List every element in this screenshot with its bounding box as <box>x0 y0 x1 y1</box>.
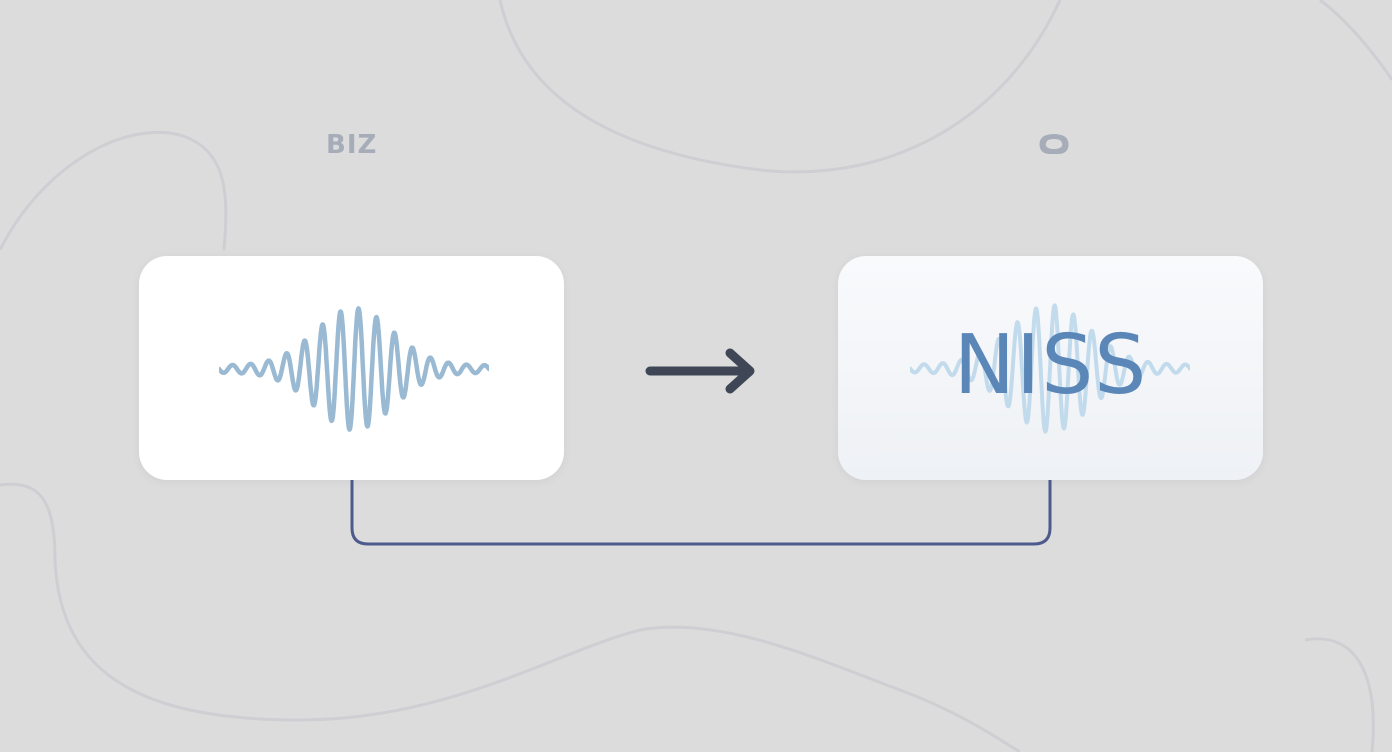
output-text-card: NISS <box>838 256 1263 480</box>
arrow-right-icon <box>645 348 755 394</box>
waveform-icon <box>219 306 489 432</box>
input-label: BIZ <box>326 130 378 160</box>
speech-bubble-icon <box>1039 134 1069 154</box>
output-text: NISS <box>953 318 1148 413</box>
input-audio-card <box>139 256 564 480</box>
waveform-icon <box>910 303 1190 434</box>
